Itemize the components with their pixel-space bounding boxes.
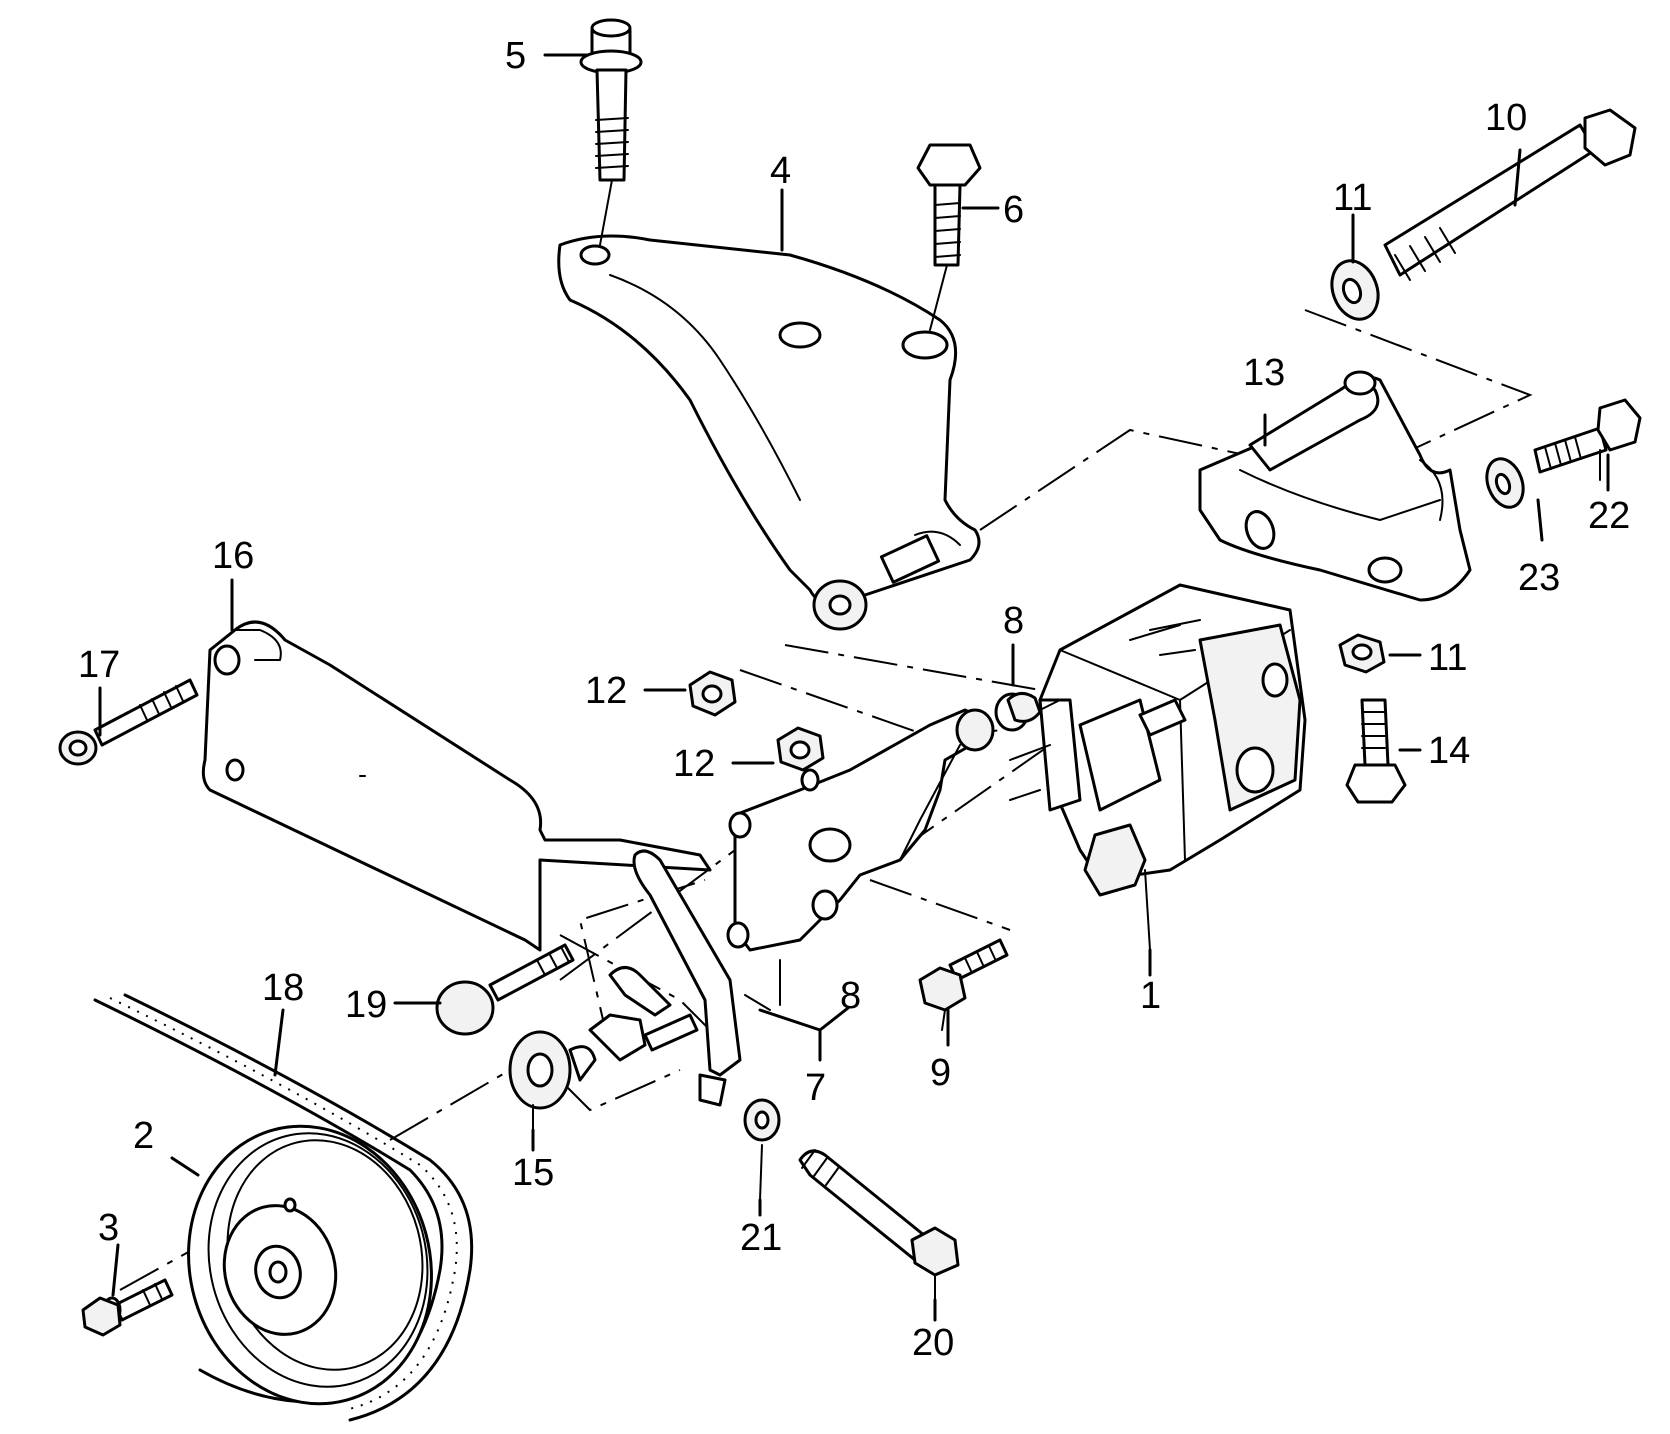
nut-part-11-lower [1338, 633, 1386, 674]
callout-20: 20 [912, 1322, 954, 1364]
callout-21: 21 [740, 1217, 782, 1259]
bolt-part-14 [1345, 698, 1407, 804]
callout-2: 2 [133, 1115, 154, 1157]
callout-4: 4 [770, 150, 791, 192]
adjuster-arm [608, 849, 742, 1107]
callout-12-upper: 12 [585, 670, 627, 712]
callout-14: 14 [1428, 730, 1470, 772]
bolt-part-20 [798, 1149, 960, 1301]
callout-8-lower: 8 [840, 975, 861, 1017]
callout-6: 6 [1003, 189, 1024, 231]
nut-part-12-lower [776, 726, 825, 772]
heat-shield-part-16 [201, 620, 712, 952]
pump-body-part-1 [994, 583, 1307, 951]
callout-11-lower: 11 [1428, 637, 1467, 679]
callout-5: 5 [505, 35, 526, 77]
bushing-part-8-upper [1006, 692, 1042, 723]
bolt-part-19 [435, 943, 575, 1036]
callout-7: 7 [805, 1067, 826, 1109]
nut-part-12-upper [688, 670, 737, 717]
washer-part-23 [1485, 457, 1525, 509]
callout-13: 13 [1243, 352, 1285, 394]
tensioner-bracket-part-7 [726, 708, 995, 1011]
bolt-part-17 [58, 678, 199, 766]
bolt-part-6 [916, 143, 982, 331]
bolt-part-9 [918, 938, 1009, 1031]
callout-16: 16 [212, 535, 254, 577]
callout-15: 15 [512, 1152, 554, 1194]
leader-lines [98, 53, 1610, 1322]
callout-11-upper: 11 [1333, 177, 1372, 219]
bolt-part-3 [81, 1278, 174, 1337]
washer-part-21 [743, 1098, 781, 1201]
callout-3: 3 [98, 1207, 119, 1249]
rear-bracket-part-13 [1198, 370, 1472, 602]
callout-18: 18 [262, 967, 304, 1009]
callout-labels: 1 2 3 4 5 6 7 8 8 9 10 11 11 12 12 13 14… [78, 35, 1630, 1364]
pulley-part-2 [187, 1124, 433, 1406]
callout-22: 22 [1588, 495, 1630, 537]
bolt-part-22 [1533, 398, 1642, 481]
callout-9: 9 [930, 1052, 951, 1094]
upper-bracket-part-4 [557, 234, 981, 631]
callout-12-lower: 12 [673, 743, 715, 785]
long-bolt-part-10 [1383, 108, 1637, 281]
callout-17: 17 [78, 644, 120, 686]
callout-10: 10 [1485, 97, 1527, 139]
callout-1: 1 [1140, 975, 1161, 1017]
callout-23: 23 [1518, 557, 1560, 599]
tensioner-part-15 [508, 1013, 699, 1131]
callout-19: 19 [345, 984, 387, 1026]
callout-8-upper: 8 [1003, 600, 1024, 642]
bolt-part-5 [579, 18, 643, 246]
washer-part-11-upper [1330, 259, 1380, 321]
